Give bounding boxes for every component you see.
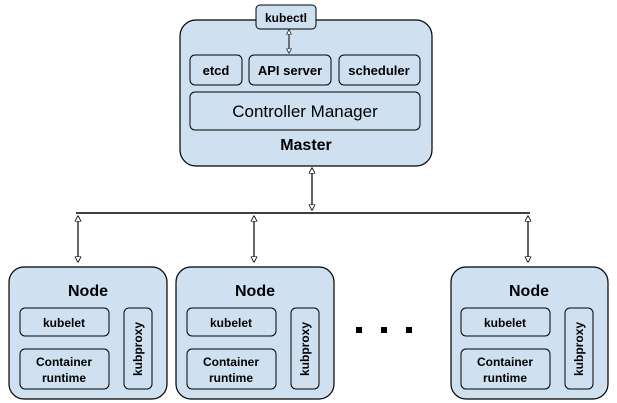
kubproxy-label: kubproxy bbox=[572, 322, 586, 376]
node-title: Node bbox=[68, 283, 108, 300]
api-server-box bbox=[248, 54, 332, 86]
container-runtime-box bbox=[460, 348, 551, 390]
container-runtime-label-line2: runtime bbox=[209, 371, 253, 385]
scheduler-box bbox=[338, 54, 421, 86]
node-title: Node bbox=[509, 283, 549, 300]
container-runtime-box bbox=[19, 348, 110, 390]
api-server-label: API server bbox=[258, 63, 322, 78]
kubelet-box bbox=[19, 307, 110, 337]
kubelet-box bbox=[186, 307, 277, 337]
etcd-label: etcd bbox=[203, 63, 230, 78]
scheduler-label: scheduler bbox=[348, 63, 409, 78]
kubelet-label: kubelet bbox=[210, 316, 252, 330]
kubproxy-box bbox=[290, 307, 320, 390]
controller-manager-box bbox=[189, 91, 421, 131]
container-runtime-label-line2: runtime bbox=[42, 371, 86, 385]
container-runtime-box bbox=[186, 348, 277, 390]
kubproxy-label: kubproxy bbox=[131, 322, 145, 376]
kubelet-box bbox=[460, 307, 551, 337]
kubelet-label: kubelet bbox=[43, 316, 85, 330]
ellipsis-dots bbox=[356, 327, 412, 333]
kubelet-label: kubelet bbox=[484, 316, 526, 330]
container-runtime-label-line1: Container bbox=[477, 355, 533, 369]
node-box: Node kubelet Container runtime kubproxy bbox=[8, 266, 168, 400]
controller-manager-label: Controller Manager bbox=[232, 102, 378, 121]
kubectl-box bbox=[255, 4, 317, 30]
etcd-box bbox=[189, 54, 243, 86]
node-box: Node kubelet Container runtime kubproxy bbox=[175, 266, 335, 400]
kubectl-label: kubectl bbox=[265, 11, 307, 25]
kubproxy-box bbox=[123, 307, 153, 390]
node-title: Node bbox=[235, 283, 275, 300]
kubproxy-box bbox=[564, 307, 594, 390]
container-runtime-label-line2: runtime bbox=[483, 371, 527, 385]
master-title: Master bbox=[280, 137, 332, 154]
container-runtime-label-line1: Container bbox=[203, 355, 259, 369]
node-box: Node kubelet Container runtime kubproxy bbox=[450, 266, 609, 400]
master-box: kubectl etcd API server scheduler Contro… bbox=[179, 4, 433, 167]
kubproxy-label: kubproxy bbox=[298, 322, 312, 376]
container-runtime-label-line1: Container bbox=[36, 355, 92, 369]
